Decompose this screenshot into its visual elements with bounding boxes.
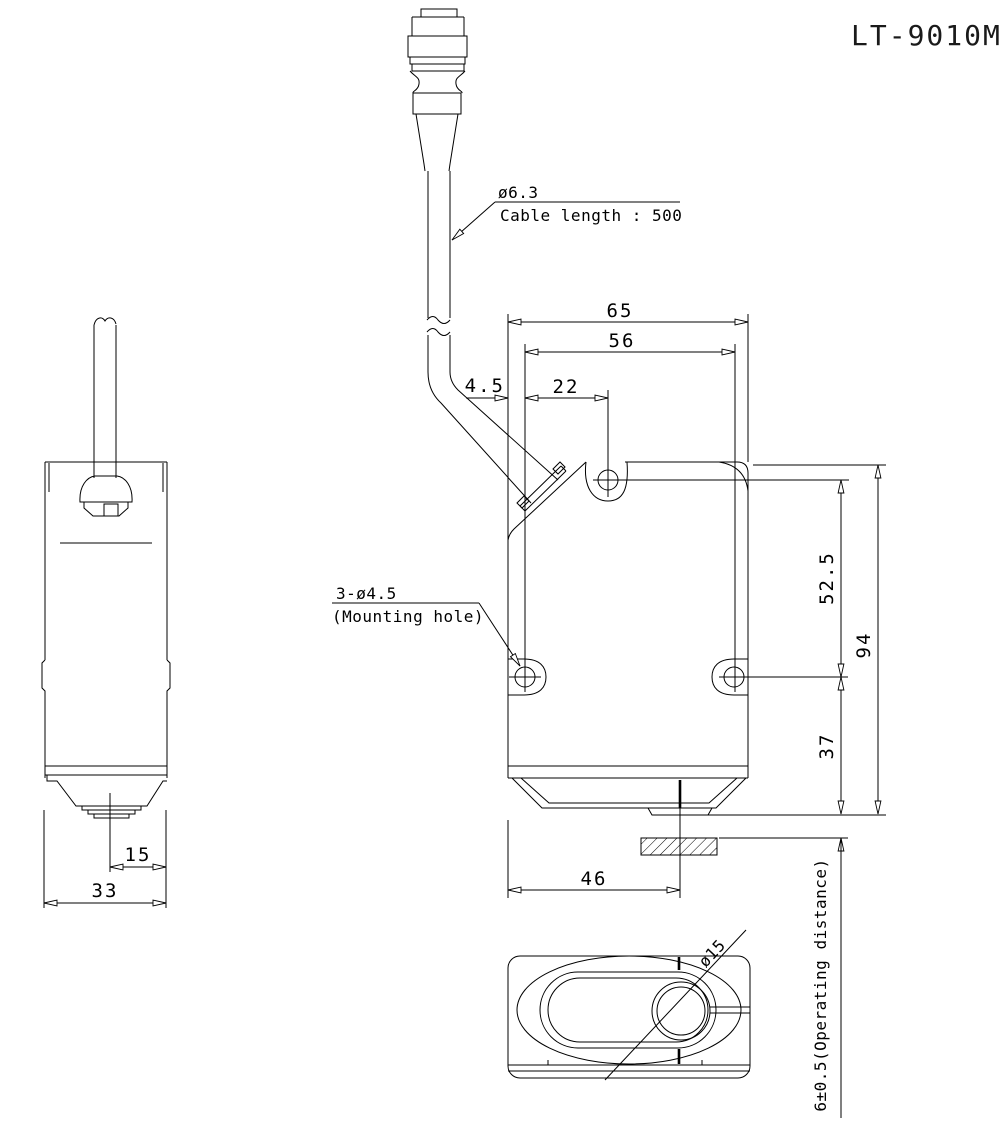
front-view bbox=[507, 461, 849, 898]
cable-break bbox=[426, 316, 451, 336]
dim-overall-height: 94 bbox=[853, 632, 875, 659]
dim-hole-to-face: 37 bbox=[816, 733, 838, 760]
lens-circle-inner bbox=[656, 986, 706, 1036]
side-cable-gland-nut bbox=[79, 475, 133, 517]
connector-cap bbox=[420, 8, 458, 17]
connector-waist bbox=[409, 70, 466, 94]
dim-mounting-hole-span: 56 bbox=[609, 330, 636, 352]
drawing-title: LT-9010M bbox=[851, 19, 1000, 52]
front-band bbox=[508, 765, 748, 779]
bottom-large-oval bbox=[516, 955, 742, 1065]
extension-lines bbox=[43, 314, 886, 908]
target-workpiece bbox=[640, 837, 848, 856]
dim-side-offset: 4.5 bbox=[465, 375, 505, 397]
mounting-hole-note: 3-ø4.5 (Mounting hole) bbox=[332, 584, 521, 667]
side-view bbox=[41, 317, 171, 872]
cable-note: ø6.3 Cable length : 500 bbox=[451, 183, 682, 241]
bottom-right-boss bbox=[711, 658, 748, 696]
dim-hole-vertical-span: 52.5 bbox=[816, 551, 838, 605]
connector-boot bbox=[412, 92, 462, 172]
cable-bend bbox=[427, 371, 559, 504]
body-outline bbox=[507, 461, 749, 778]
bottom-left-boss bbox=[508, 658, 547, 696]
bottom-small-ticks bbox=[547, 1060, 703, 1065]
mounting-hole-count-label: 3-ø4.5 bbox=[336, 584, 397, 603]
cable-upper bbox=[427, 171, 451, 318]
dim-body-depth: 33 bbox=[92, 880, 119, 902]
cable-diameter-label: ø6.3 bbox=[498, 183, 539, 202]
dim-beam-offset: 15 bbox=[125, 844, 152, 866]
side-corner-lines bbox=[48, 463, 164, 492]
side-cable bbox=[93, 317, 117, 478]
cable-length-label: Cable length : 500 bbox=[500, 206, 682, 225]
bottom-right-slot bbox=[710, 1006, 750, 1014]
lens-diameter-label: ø15 bbox=[695, 936, 730, 971]
side-body-outline bbox=[41, 461, 171, 778]
annotations: ø6.3 Cable length : 500 3-ø4.5 (Mounting… bbox=[332, 19, 1000, 667]
cable-lower bbox=[427, 335, 451, 372]
bottom-band bbox=[508, 1064, 750, 1072]
top-right-inner-fillet bbox=[718, 461, 749, 492]
cable-note-leader bbox=[451, 201, 496, 241]
lens-circle-outer bbox=[651, 981, 711, 1041]
connector bbox=[407, 8, 468, 172]
bottom-view: ø15 bbox=[507, 929, 751, 1081]
cable-gland bbox=[516, 461, 567, 512]
dim-beam-from-left: 46 bbox=[581, 868, 608, 890]
side-nose bbox=[46, 775, 167, 807]
dim-top-hole-offset: 22 bbox=[553, 376, 580, 398]
target-hatch bbox=[640, 837, 718, 856]
lens-leader-line bbox=[604, 929, 747, 1081]
dimensions: 65 56 22 4.5 94 52.5 37 6±0.5(Operating … bbox=[43, 300, 886, 1118]
top-boss bbox=[584, 461, 628, 502]
cable bbox=[426, 171, 559, 504]
mounting-hole-text: (Mounting hole) bbox=[332, 607, 484, 626]
operating-distance-label: 6±0.5(Operating distance) bbox=[811, 858, 830, 1111]
dim-overall-width: 65 bbox=[607, 300, 634, 322]
front-nose bbox=[511, 777, 747, 809]
bottom-obround-outer bbox=[539, 971, 717, 1049]
connector-body bbox=[407, 16, 468, 72]
side-lip bbox=[81, 806, 142, 819]
side-band bbox=[45, 765, 167, 776]
mounting-note-leader bbox=[478, 602, 521, 667]
